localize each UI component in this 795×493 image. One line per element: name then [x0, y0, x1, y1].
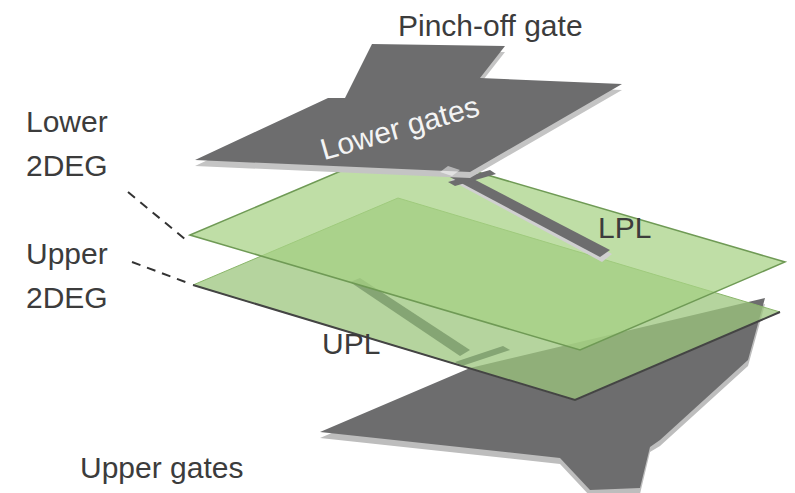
gate-name: Pinch-off gate: [398, 4, 583, 48]
lower-2deg-plane: [190, 148, 785, 350]
part-name: LPL: [598, 206, 651, 250]
layer-name: Upper 2DEG: [26, 232, 126, 319]
part-name: UPL: [322, 322, 380, 366]
lpl-finger: [448, 170, 612, 262]
layer-name: Lower 2DEG: [26, 100, 126, 187]
gate-name: Upper gates: [80, 446, 243, 490]
lower-gates-plate: [195, 44, 622, 178]
leader-lines: [128, 192, 188, 283]
